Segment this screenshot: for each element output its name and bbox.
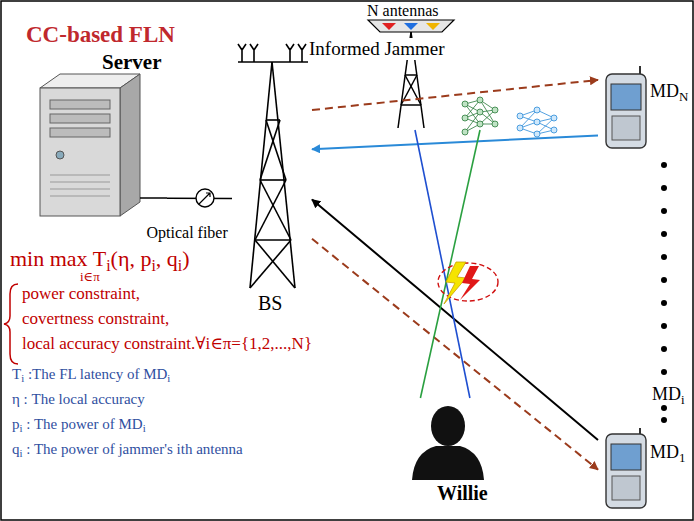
mobile-device <box>606 428 646 508</box>
brace <box>4 284 18 364</box>
uplink-arrow <box>312 200 598 440</box>
downlink-arrow <box>312 239 598 470</box>
edge-label: Optical fiber <box>145 224 230 242</box>
node-label: Server <box>102 50 161 74</box>
mobile-device-node: MDN <box>598 65 691 153</box>
jammer-tower <box>368 20 454 128</box>
mobile-device <box>606 66 646 148</box>
constraint: covertness constraint, <box>22 309 169 329</box>
uplink-arrow <box>312 135 598 149</box>
node-sublabel: Informed Jammer <box>307 38 447 60</box>
node-label: N antennas <box>367 2 439 20</box>
device-label: MDi <box>652 384 685 405</box>
eavesdropper-node: Willie <box>405 398 515 510</box>
node-label: Willie <box>437 482 488 505</box>
constraint: power constraint, <box>22 284 140 304</box>
node-label: BS <box>258 292 282 315</box>
symbol-definition: pi : The power of MDi <box>12 416 146 433</box>
symbol-definition: qi : The power of jammer's ith antenna <box>12 441 243 458</box>
downlink-arrow <box>312 80 598 110</box>
base-station-tower <box>238 44 308 288</box>
figure-title: CC-based FLN <box>26 22 175 48</box>
server-computer <box>40 74 167 216</box>
symbol-definition: Ti :The FL latency of MDi <box>12 366 170 383</box>
neural-network-icon <box>462 97 498 135</box>
jamming-signal <box>438 262 498 304</box>
optimization-objective: min max Ti(η, pi, qi) <box>10 246 190 271</box>
ellipsis-dots <box>661 162 667 423</box>
jamming-signal-line <box>415 130 470 398</box>
constraint: local accuracy constraint.∀i∈π={1,2,...,… <box>22 334 312 354</box>
node-label: MD1 <box>650 442 686 463</box>
optical-transceiver <box>196 189 214 207</box>
covert-signal-line <box>420 130 480 398</box>
objective-subscript: i∈π <box>80 270 100 285</box>
symbol-definition: η : The local accuracy <box>12 391 145 408</box>
base-station-node: BS <box>232 40 312 320</box>
eavesdropper-silhouette <box>412 406 484 480</box>
server-node: Server <box>22 38 167 220</box>
node-label: MDN <box>650 81 688 102</box>
mobile-device-node: MD1 <box>598 428 690 513</box>
jammer-node: N antennasInformed Jammer <box>305 2 505 130</box>
neural-network-icon <box>517 107 557 137</box>
